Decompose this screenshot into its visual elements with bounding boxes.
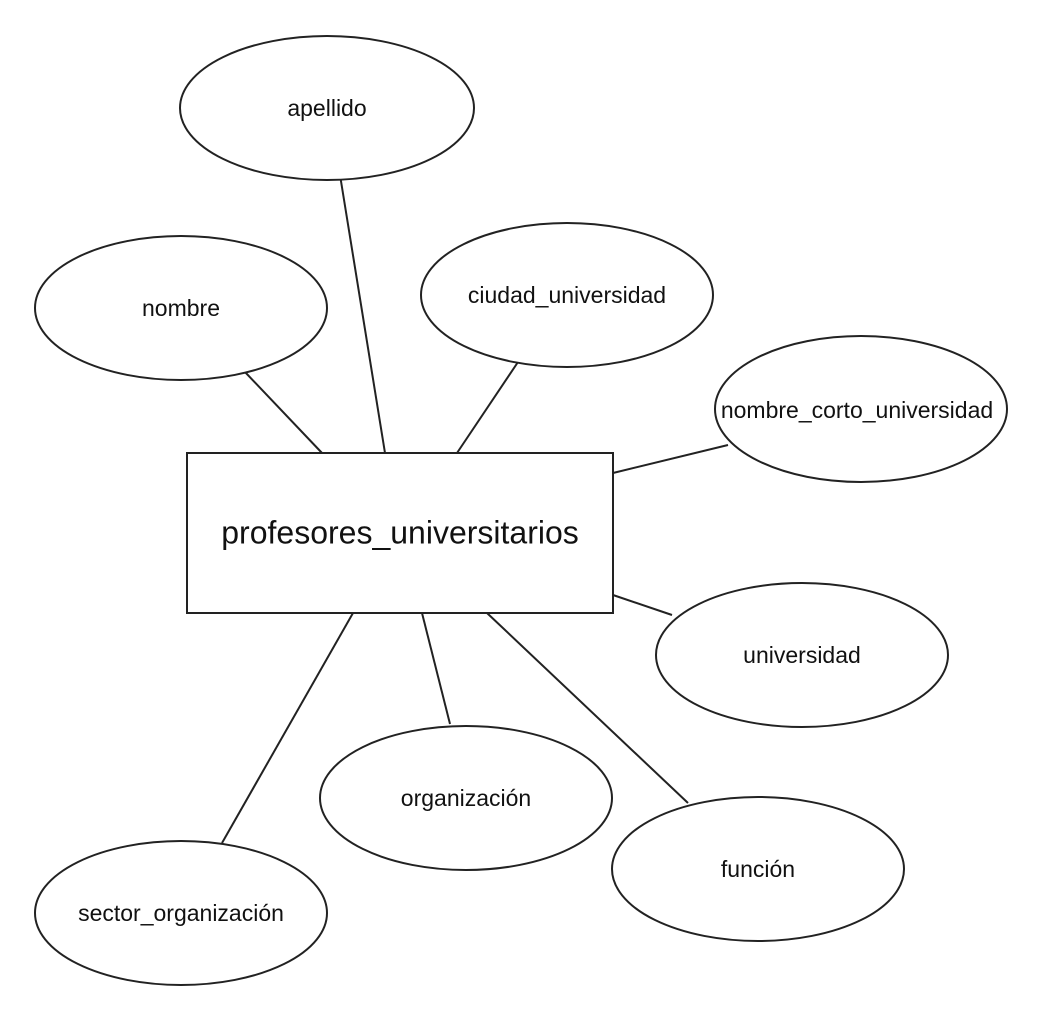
- connector-universidad: [612, 594, 673, 616]
- connector-ciudad-universidad: [456, 361, 519, 454]
- connector-nombre-corto-universidad: [612, 444, 729, 474]
- attribute-label: apellido: [287, 95, 366, 121]
- connector-funcion: [486, 612, 689, 804]
- connector-sector-organizacion: [221, 612, 354, 844]
- attribute-universidad[interactable]: [655, 582, 949, 728]
- attribute-nombre-corto-universidad[interactable]: [714, 335, 1008, 483]
- attribute-apellido[interactable]: [179, 35, 475, 181]
- attribute-organizacion[interactable]: [319, 725, 613, 871]
- connectors: [221, 174, 729, 844]
- entity-label: profesores_universitarios: [221, 514, 579, 550]
- entity-box[interactable]: [186, 452, 614, 614]
- attribute-label: nombre: [142, 295, 220, 321]
- attribute-label: organización: [401, 785, 531, 811]
- attribute-funcion[interactable]: [611, 796, 905, 942]
- attribute-label: sector_organización: [78, 900, 284, 926]
- attribute-label: universidad: [743, 642, 861, 668]
- attribute-ciudad-universidad[interactable]: [420, 222, 714, 368]
- connector-nombre: [244, 371, 323, 454]
- attribute-nombre[interactable]: [34, 235, 328, 381]
- connector-organizacion: [421, 612, 451, 725]
- attribute-label: ciudad_universidad: [468, 282, 666, 308]
- attribute-label: nombre_corto_universidad: [721, 397, 993, 423]
- attribute-label: función: [721, 856, 795, 882]
- attribute-sector-organizacion[interactable]: [34, 840, 328, 986]
- connector-apellido: [339, 174, 386, 454]
